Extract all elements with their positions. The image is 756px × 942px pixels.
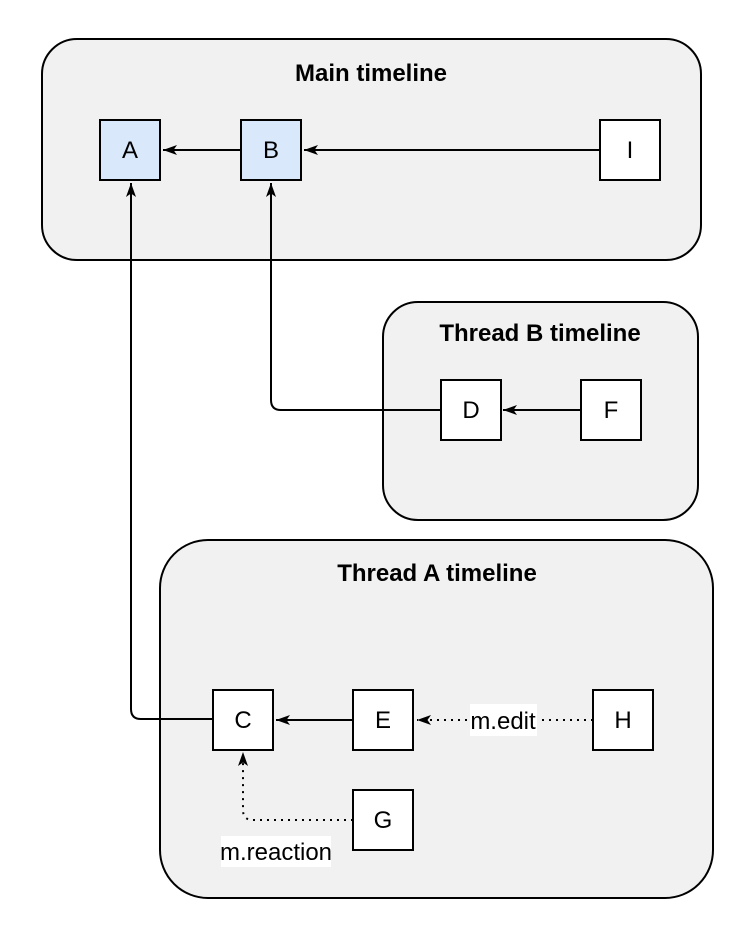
edge-label-m-edit-bg [470, 704, 537, 736]
node-h-label: H [614, 707, 631, 734]
node-g-box [352, 789, 414, 851]
edge-label-m-reaction-bg [221, 836, 331, 867]
node-d-label: D [462, 397, 479, 424]
node-d: D [440, 379, 502, 441]
node-e-label: E [375, 707, 391, 734]
node-a: A [99, 119, 161, 181]
thread-a-timeline-title: Thread A timeline [337, 560, 537, 587]
edge-label-m-edit-text: m.edit [470, 708, 536, 735]
edge-label-m-reaction-text: m.reaction [220, 839, 332, 866]
node-a-label: A [122, 137, 138, 164]
node-c-box [212, 689, 274, 751]
edge-label-m-edit: m.edit [470, 704, 537, 736]
node-h: H [592, 689, 654, 751]
node-i: I [599, 119, 661, 181]
node-e-box [352, 689, 414, 751]
node-f-label: F [604, 397, 619, 424]
node-f-box [580, 379, 642, 441]
node-c-label: C [234, 707, 251, 734]
edge-d-to-b [266, 183, 441, 411]
node-f: F [580, 379, 642, 441]
thread-b-timeline-title: Thread B timeline [439, 320, 640, 347]
node-b: B [240, 119, 302, 181]
edge-c-to-a [126, 183, 213, 720]
node-i-box [599, 119, 661, 181]
node-i-label: I [627, 137, 634, 164]
node-e: E [352, 689, 414, 751]
edge-label-m-reaction: m.reaction [220, 836, 332, 867]
node-d-box [440, 379, 502, 441]
node-c: C [212, 689, 274, 751]
node-a-box [99, 119, 161, 181]
node-b-box [240, 119, 302, 181]
main-timeline-title: Main timeline [295, 60, 447, 87]
node-h-box [592, 689, 654, 751]
node-g-label: G [374, 807, 393, 834]
node-b-label: B [263, 137, 279, 164]
node-g: G [352, 789, 414, 851]
